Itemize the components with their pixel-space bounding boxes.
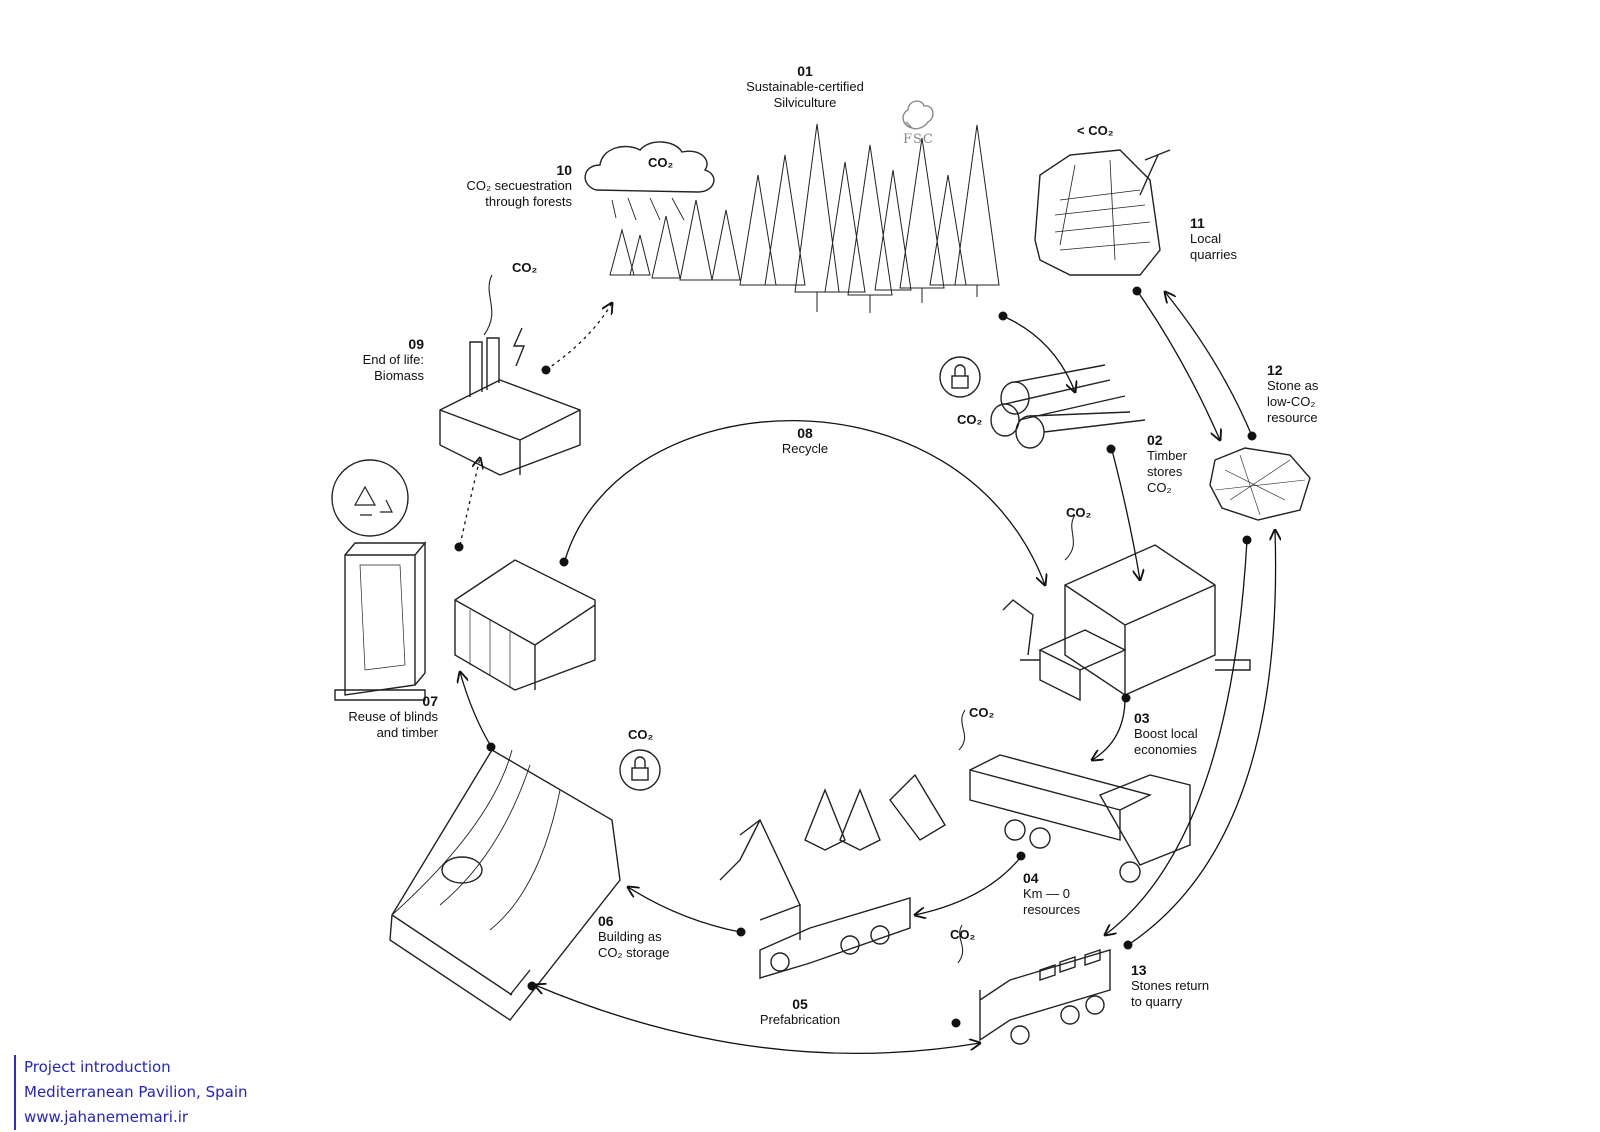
pavilion-icon (389, 749, 621, 1021)
crane-truck-icon (719, 773, 946, 979)
co2-truck-label: CO₂ (969, 705, 995, 720)
caption-line-1: Project introduction (24, 1058, 171, 1076)
caption-line-2: Mediterranean Pavilion, Spain (24, 1083, 248, 1101)
logs-icon (990, 364, 1146, 449)
co2-pavilion-label: CO₂ (628, 727, 654, 742)
co2-quarry-label: < CO₂ (1077, 123, 1114, 138)
truck-icon (969, 754, 1191, 883)
factory-icon (439, 274, 581, 476)
stone-truck-icon (957, 924, 1111, 1045)
stone-icon (1209, 447, 1311, 521)
fsc-logo-icon (902, 100, 934, 130)
sawmill-icon (1038, 544, 1251, 702)
co2-cloud-label: CO₂ (648, 155, 674, 170)
recycled-building-icon (454, 559, 596, 691)
robot-arm-icon (1002, 599, 1040, 661)
co2-logs-label: CO₂ (957, 412, 983, 427)
quarry-icon (1034, 149, 1161, 276)
fsc-mark: FSC (903, 132, 934, 147)
project-caption: Project introduction Mediterranean Pavil… (14, 1055, 248, 1130)
co2-factory-label: CO₂ (512, 260, 538, 275)
lock-icon (939, 356, 981, 398)
lock-icon (619, 749, 661, 791)
pickaxe-icon (1139, 149, 1171, 196)
cloud-icon (584, 141, 715, 221)
lightning-icon (512, 327, 526, 367)
blind-frame-icon (334, 541, 427, 701)
co2-stone-truck-label: CO₂ (950, 927, 976, 942)
co2-sawmill-label: CO₂ (1066, 505, 1092, 520)
recycle-icon (331, 459, 409, 537)
caption-website-link[interactable]: www.jahanememari.ir (24, 1108, 189, 1126)
forest-icon (609, 123, 1000, 313)
